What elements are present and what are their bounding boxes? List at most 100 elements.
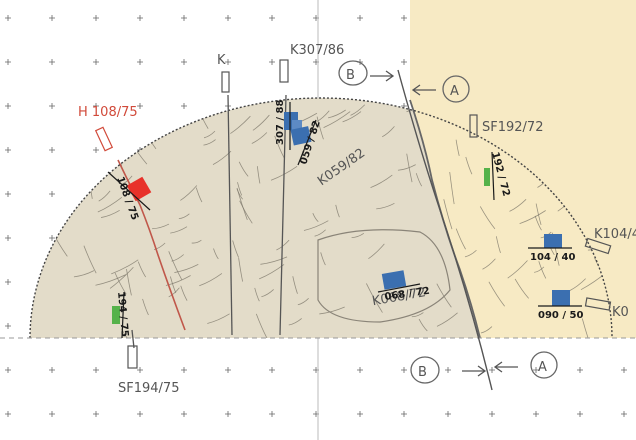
trace-k307	[279, 94, 287, 336]
label-k-right: K0	[612, 305, 629, 320]
fracture-stroke	[238, 161, 249, 177]
grid-plus-icon	[181, 367, 187, 373]
marker-sf194	[127, 345, 138, 369]
grid-plus-icon	[93, 367, 99, 373]
grid-plus-icon	[49, 15, 55, 21]
label-a-top: A	[450, 84, 459, 99]
fracture-stroke	[464, 249, 477, 258]
symbol-line	[121, 291, 125, 339]
marker-h108	[94, 126, 114, 152]
fracture-stroke	[109, 267, 134, 289]
fracture-stroke	[251, 132, 268, 144]
trace-sf194	[131, 329, 135, 349]
fracture-stroke	[252, 114, 270, 131]
fracture-stroke	[319, 306, 345, 315]
grid-plus-icon	[49, 191, 55, 197]
grid-plus-icon	[269, 411, 275, 417]
fracture-stroke	[449, 171, 455, 205]
marker-sf192	[469, 114, 478, 138]
fracture-stroke	[351, 232, 365, 239]
fracture-stroke	[168, 251, 183, 280]
fracture-stroke	[255, 313, 268, 338]
fracture-stroke	[48, 132, 65, 140]
label-k307: K307/86	[290, 43, 344, 58]
grid-plus-icon	[49, 235, 55, 241]
fracture-stroke	[482, 258, 496, 270]
symbol-blue-307-88: 307 / 88	[275, 100, 302, 150]
fracture-stroke	[169, 276, 177, 294]
trace-lines	[131, 94, 287, 349]
fracture-stroke	[534, 215, 542, 231]
grid-plus-icon	[401, 367, 407, 373]
grid-plus-icon	[357, 15, 363, 21]
symbol-fill	[484, 168, 490, 186]
fracture-stroke	[312, 213, 319, 222]
symbol-blue-090-50: 090 / 50	[538, 290, 583, 321]
fracture-stroke	[436, 312, 458, 327]
grid-plus-icon	[137, 367, 143, 373]
fracture-stroke	[191, 239, 202, 244]
fracture-stroke	[152, 223, 170, 230]
fracture-stroke	[142, 298, 149, 316]
grid-plus-icon	[181, 411, 187, 417]
fracture-stroke	[238, 258, 244, 282]
arrow-right-icon	[370, 70, 395, 82]
fracture-stroke	[350, 104, 366, 116]
fracture-stroke	[153, 242, 166, 250]
fracture-stroke	[71, 157, 92, 169]
symbol-fill	[112, 306, 120, 324]
fracture-stroke	[507, 260, 528, 279]
grid-plus-icon	[225, 411, 231, 417]
arrow-left-icon	[411, 84, 436, 96]
section-b-bottom: B	[410, 356, 487, 384]
fracture-stroke	[73, 270, 95, 278]
symbol-fill	[290, 126, 312, 146]
fracture-stroke	[320, 252, 326, 266]
grid-plus-icon	[401, 15, 407, 21]
fracture-stroke	[203, 139, 216, 146]
grid-plus-icon	[49, 147, 55, 153]
fracture-stroke	[370, 174, 393, 189]
grid-plus-icon	[181, 59, 187, 65]
marker-k	[221, 71, 230, 93]
grid-plus-icon	[577, 411, 583, 417]
fracture-stroke	[495, 236, 501, 254]
label-b-bottom: B	[418, 365, 427, 380]
fracture-stroke	[455, 139, 460, 156]
fracture-stroke	[465, 156, 473, 175]
fracture-stroke	[323, 111, 351, 129]
symbol-line	[107, 171, 151, 211]
section-line	[397, 69, 493, 391]
fracture-stroke	[88, 141, 94, 161]
grid-plus-icon	[269, 367, 275, 373]
fracture-stroke	[376, 202, 395, 210]
fracture-stroke	[581, 318, 592, 338]
grid-plus-icon	[401, 59, 407, 65]
grid-plus-icon	[5, 367, 11, 373]
fracture-stroke	[43, 175, 63, 192]
marker-k-right	[584, 297, 612, 311]
grid-plus-icon	[137, 103, 143, 109]
symbol-value: 307 / 88	[275, 100, 286, 145]
fracture-stroke	[97, 196, 123, 213]
inner-zone-outline	[317, 229, 451, 323]
fracture-stroke	[239, 200, 253, 224]
symbol-fill	[544, 234, 562, 248]
fracture-stroke	[98, 190, 111, 202]
grid-plus-icon	[5, 191, 11, 197]
grid-plus-icon	[5, 15, 11, 21]
label-h108: H 108/75	[78, 105, 138, 120]
symbol-line	[297, 119, 317, 166]
fracture-stroke	[126, 269, 132, 296]
fracture-stroke	[261, 289, 274, 298]
fracture-stroke	[180, 285, 188, 301]
fracture-stroke	[534, 266, 545, 273]
fracture-stroke	[111, 259, 139, 275]
grid-plus-icon	[357, 367, 363, 373]
fracture-stroke	[514, 278, 529, 299]
fracture-stroke	[100, 209, 120, 218]
fracture-stroke	[232, 240, 240, 258]
grid-plus-icon	[533, 411, 539, 417]
fracture-stroke	[328, 109, 346, 119]
grid-plus-icon	[49, 367, 55, 373]
